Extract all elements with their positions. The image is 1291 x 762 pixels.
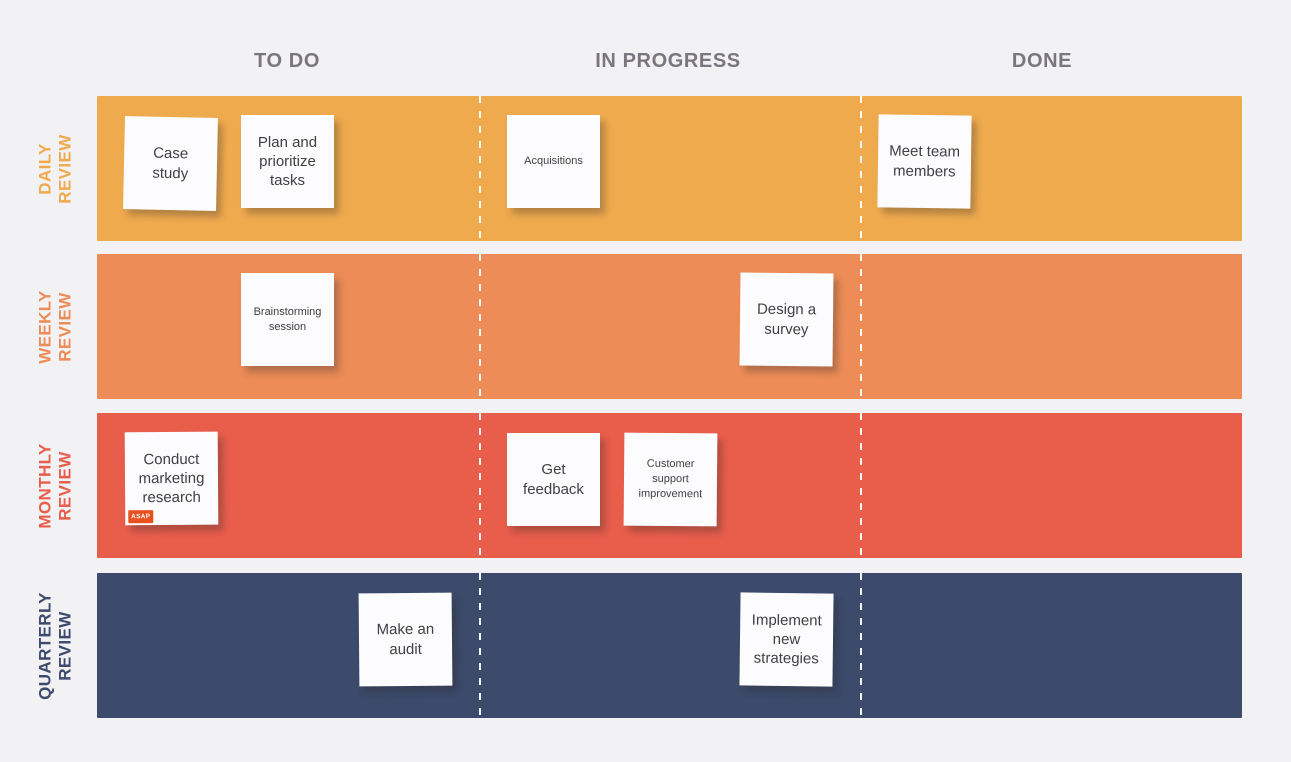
sticky-note-text: Acquisitions [524, 155, 583, 168]
sticky-note[interactable]: Customer support improvement [623, 432, 718, 527]
sticky-note-text: Case study [152, 144, 189, 182]
column-divider [860, 413, 862, 558]
row-label-daily-review: DAILY REVIEW [35, 133, 74, 204]
column-header-todo: TO DO [254, 50, 320, 72]
row-band-quarterly-review [97, 573, 1242, 718]
sticky-note[interactable]: Acquisitions [507, 115, 600, 208]
priority-tag: ASAP [128, 510, 154, 524]
sticky-note-text: Conduct marketing research [138, 450, 205, 507]
sticky-note-text: Brainstorming session [253, 305, 322, 333]
row-label-quarterly-review: QUARTERLY REVIEW [35, 591, 74, 700]
column-divider [479, 413, 481, 558]
sticky-note-text: Implement new strategies [751, 611, 822, 668]
sticky-note-text: Meet team members [889, 142, 961, 180]
sticky-note-text: Make an audit [376, 621, 435, 658]
column-divider [860, 254, 862, 399]
column-header-done: DONE [1011, 50, 1073, 72]
column-divider [860, 573, 862, 718]
sticky-note[interactable]: Make an audit [358, 592, 453, 687]
sticky-note[interactable]: Plan and prioritize tasks [241, 115, 334, 208]
sticky-note[interactable]: Brainstorming session [241, 273, 334, 366]
row-label-weekly-review: WEEKLY REVIEW [35, 289, 74, 364]
sticky-note[interactable]: Get feedback [507, 433, 600, 526]
column-divider [479, 254, 481, 399]
sticky-note[interactable]: Case study [123, 116, 218, 211]
column-divider [479, 96, 481, 241]
sticky-note[interactable]: Meet team members [877, 114, 972, 209]
sticky-note[interactable]: Implement new strategies [739, 592, 834, 687]
sticky-note-text: Customer support improvement [638, 458, 703, 501]
column-divider [860, 96, 862, 241]
sticky-note-text: Get feedback [523, 461, 584, 498]
sticky-note[interactable]: Design a survey [739, 272, 834, 367]
column-divider [479, 573, 481, 718]
sticky-note-text: Design a survey [756, 301, 817, 338]
row-label-monthly-review: MONTHLY REVIEW [35, 442, 74, 529]
column-header-in-progress: IN PROGRESS [595, 50, 741, 72]
sticky-note-text: Plan and prioritize tasks [257, 133, 318, 190]
